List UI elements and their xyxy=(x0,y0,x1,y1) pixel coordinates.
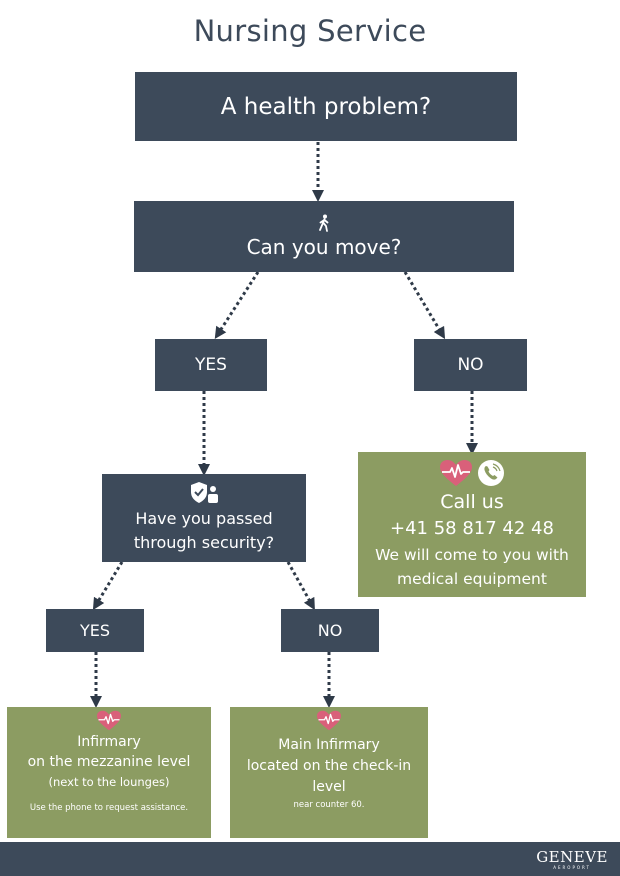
node-yes-move: YES xyxy=(155,339,267,391)
page-title: Nursing Service xyxy=(193,14,427,48)
node-yes-move-label: YES xyxy=(195,355,227,375)
node-passed-security-line-2: through security? xyxy=(133,533,275,552)
arrow-move-to-yes xyxy=(214,271,260,340)
node-passed-security-line-1: Have you passed xyxy=(135,509,273,528)
node-health-problem-label: A health problem? xyxy=(220,93,432,120)
mezzanine-note: Use the phone to request assistance. xyxy=(29,803,189,813)
node-passed-security: Have you passed through security? xyxy=(102,474,306,562)
phone-icon xyxy=(478,459,504,486)
main-infirmary-line-1: Main Infirmary xyxy=(278,737,380,753)
mezzanine-sub: (next to the lounges) xyxy=(48,775,170,789)
node-no-security: NO xyxy=(281,609,379,652)
main-infirmary-note: near counter 60. xyxy=(293,800,365,810)
heart-pulse-icon xyxy=(440,459,472,486)
main-infirmary-line-2: located on the check-in xyxy=(246,758,412,774)
node-main-infirmary: Main Infirmary located on the check-in l… xyxy=(230,707,428,838)
arrow-security-to-yes xyxy=(92,561,124,611)
mezzanine-line-2: on the mezzanine level xyxy=(27,754,191,770)
arrow-move-to-no xyxy=(403,271,446,340)
main-infirmary-line-3: level xyxy=(312,779,346,795)
node-yes-security-label: YES xyxy=(79,621,111,640)
logo-name: GENEVE xyxy=(536,848,608,866)
heart-pulse-icon xyxy=(97,710,121,731)
node-health-problem: A health problem? xyxy=(135,72,517,141)
node-can-you-move-label: Can you move? xyxy=(246,235,402,259)
call-us-heading: Call us xyxy=(440,490,504,513)
walking-person-icon xyxy=(319,214,329,232)
node-no-security-label: NO xyxy=(317,621,343,640)
call-us-phone: +41 58 817 42 48 xyxy=(390,517,554,539)
heart-pulse-icon xyxy=(317,710,341,731)
logo-tagline: AEROPORT xyxy=(553,865,591,870)
call-us-line-1: We will come to you with xyxy=(375,545,569,564)
node-no-move-label: NO xyxy=(457,355,484,375)
footer-bar: GENEVE AEROPORT xyxy=(0,842,620,876)
node-call-us: Call us +41 58 817 42 48 We will come to… xyxy=(358,452,586,597)
node-yes-security: YES xyxy=(46,609,144,652)
call-us-line-2: medical equipment xyxy=(397,569,547,588)
node-no-move: NO xyxy=(414,339,527,391)
mezzanine-line-1: Infirmary xyxy=(77,734,141,750)
node-infirmary-mezzanine: Infirmary on the mezzanine level (next t… xyxy=(7,707,211,838)
security-shield-icon xyxy=(191,482,218,503)
geneve-aeroport-logo: GENEVE AEROPORT xyxy=(536,850,608,871)
arrow-security-to-no xyxy=(286,561,315,611)
node-can-you-move: Can you move? xyxy=(134,201,514,272)
